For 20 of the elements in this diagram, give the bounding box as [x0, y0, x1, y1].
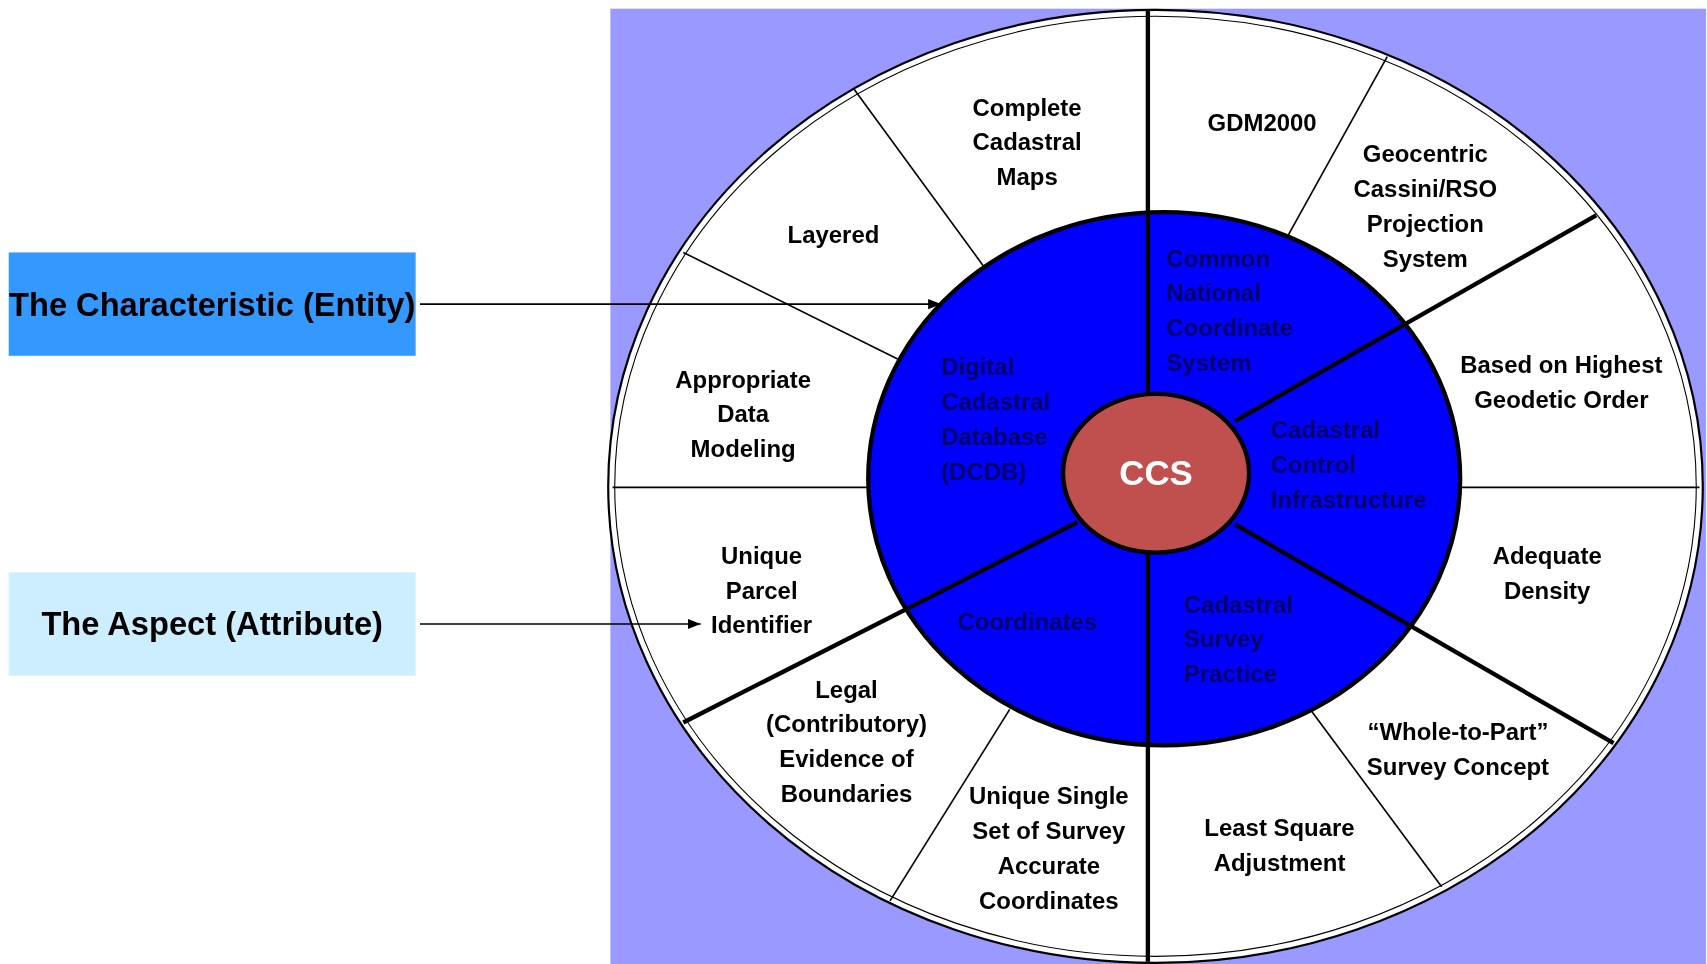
ring-segment-label: “Whole-to-Part” Survey Concept [1351, 714, 1565, 785]
ring-segment-label: Based on Highest Geodetic Order [1457, 348, 1665, 418]
ring-segment-label: Adequate Density [1481, 538, 1613, 609]
inner-segment-label: Common National Coordinate System [1166, 241, 1319, 389]
ring-segment-label: Geocentric Cassini/RSO Projection System [1343, 137, 1507, 277]
arrow [419, 298, 942, 310]
ring-segment-label: Complete Cadastral Maps [959, 90, 1096, 195]
inner-segment-label: Cadastral Control Infrastructure [1270, 413, 1456, 523]
ring-segment-label: Unique Parcel Identifier [700, 538, 823, 643]
ring-segment-label: Unique Single Set of Survey Accurate Coordinates [949, 779, 1148, 919]
ring-segment-label: Appropriate Data Modeling [661, 362, 825, 467]
arrow [419, 618, 702, 630]
ring-segment-label: Layered [779, 217, 888, 253]
inner-segment-label: Coordinates [957, 604, 1121, 645]
ring-segment-label: Legal (Contributory) Evidence of Boundaries [754, 672, 939, 812]
ring-segment-label: Least Square Adjustment [1192, 810, 1367, 881]
ring-segment-label: GDM2000 [1191, 105, 1333, 141]
inner-segment-label: Cadastral Survey Practice [1183, 587, 1315, 697]
label-box: The Aspect (Attribute) [8, 572, 416, 676]
label-box: The Characteristic (Entity) [8, 252, 416, 356]
